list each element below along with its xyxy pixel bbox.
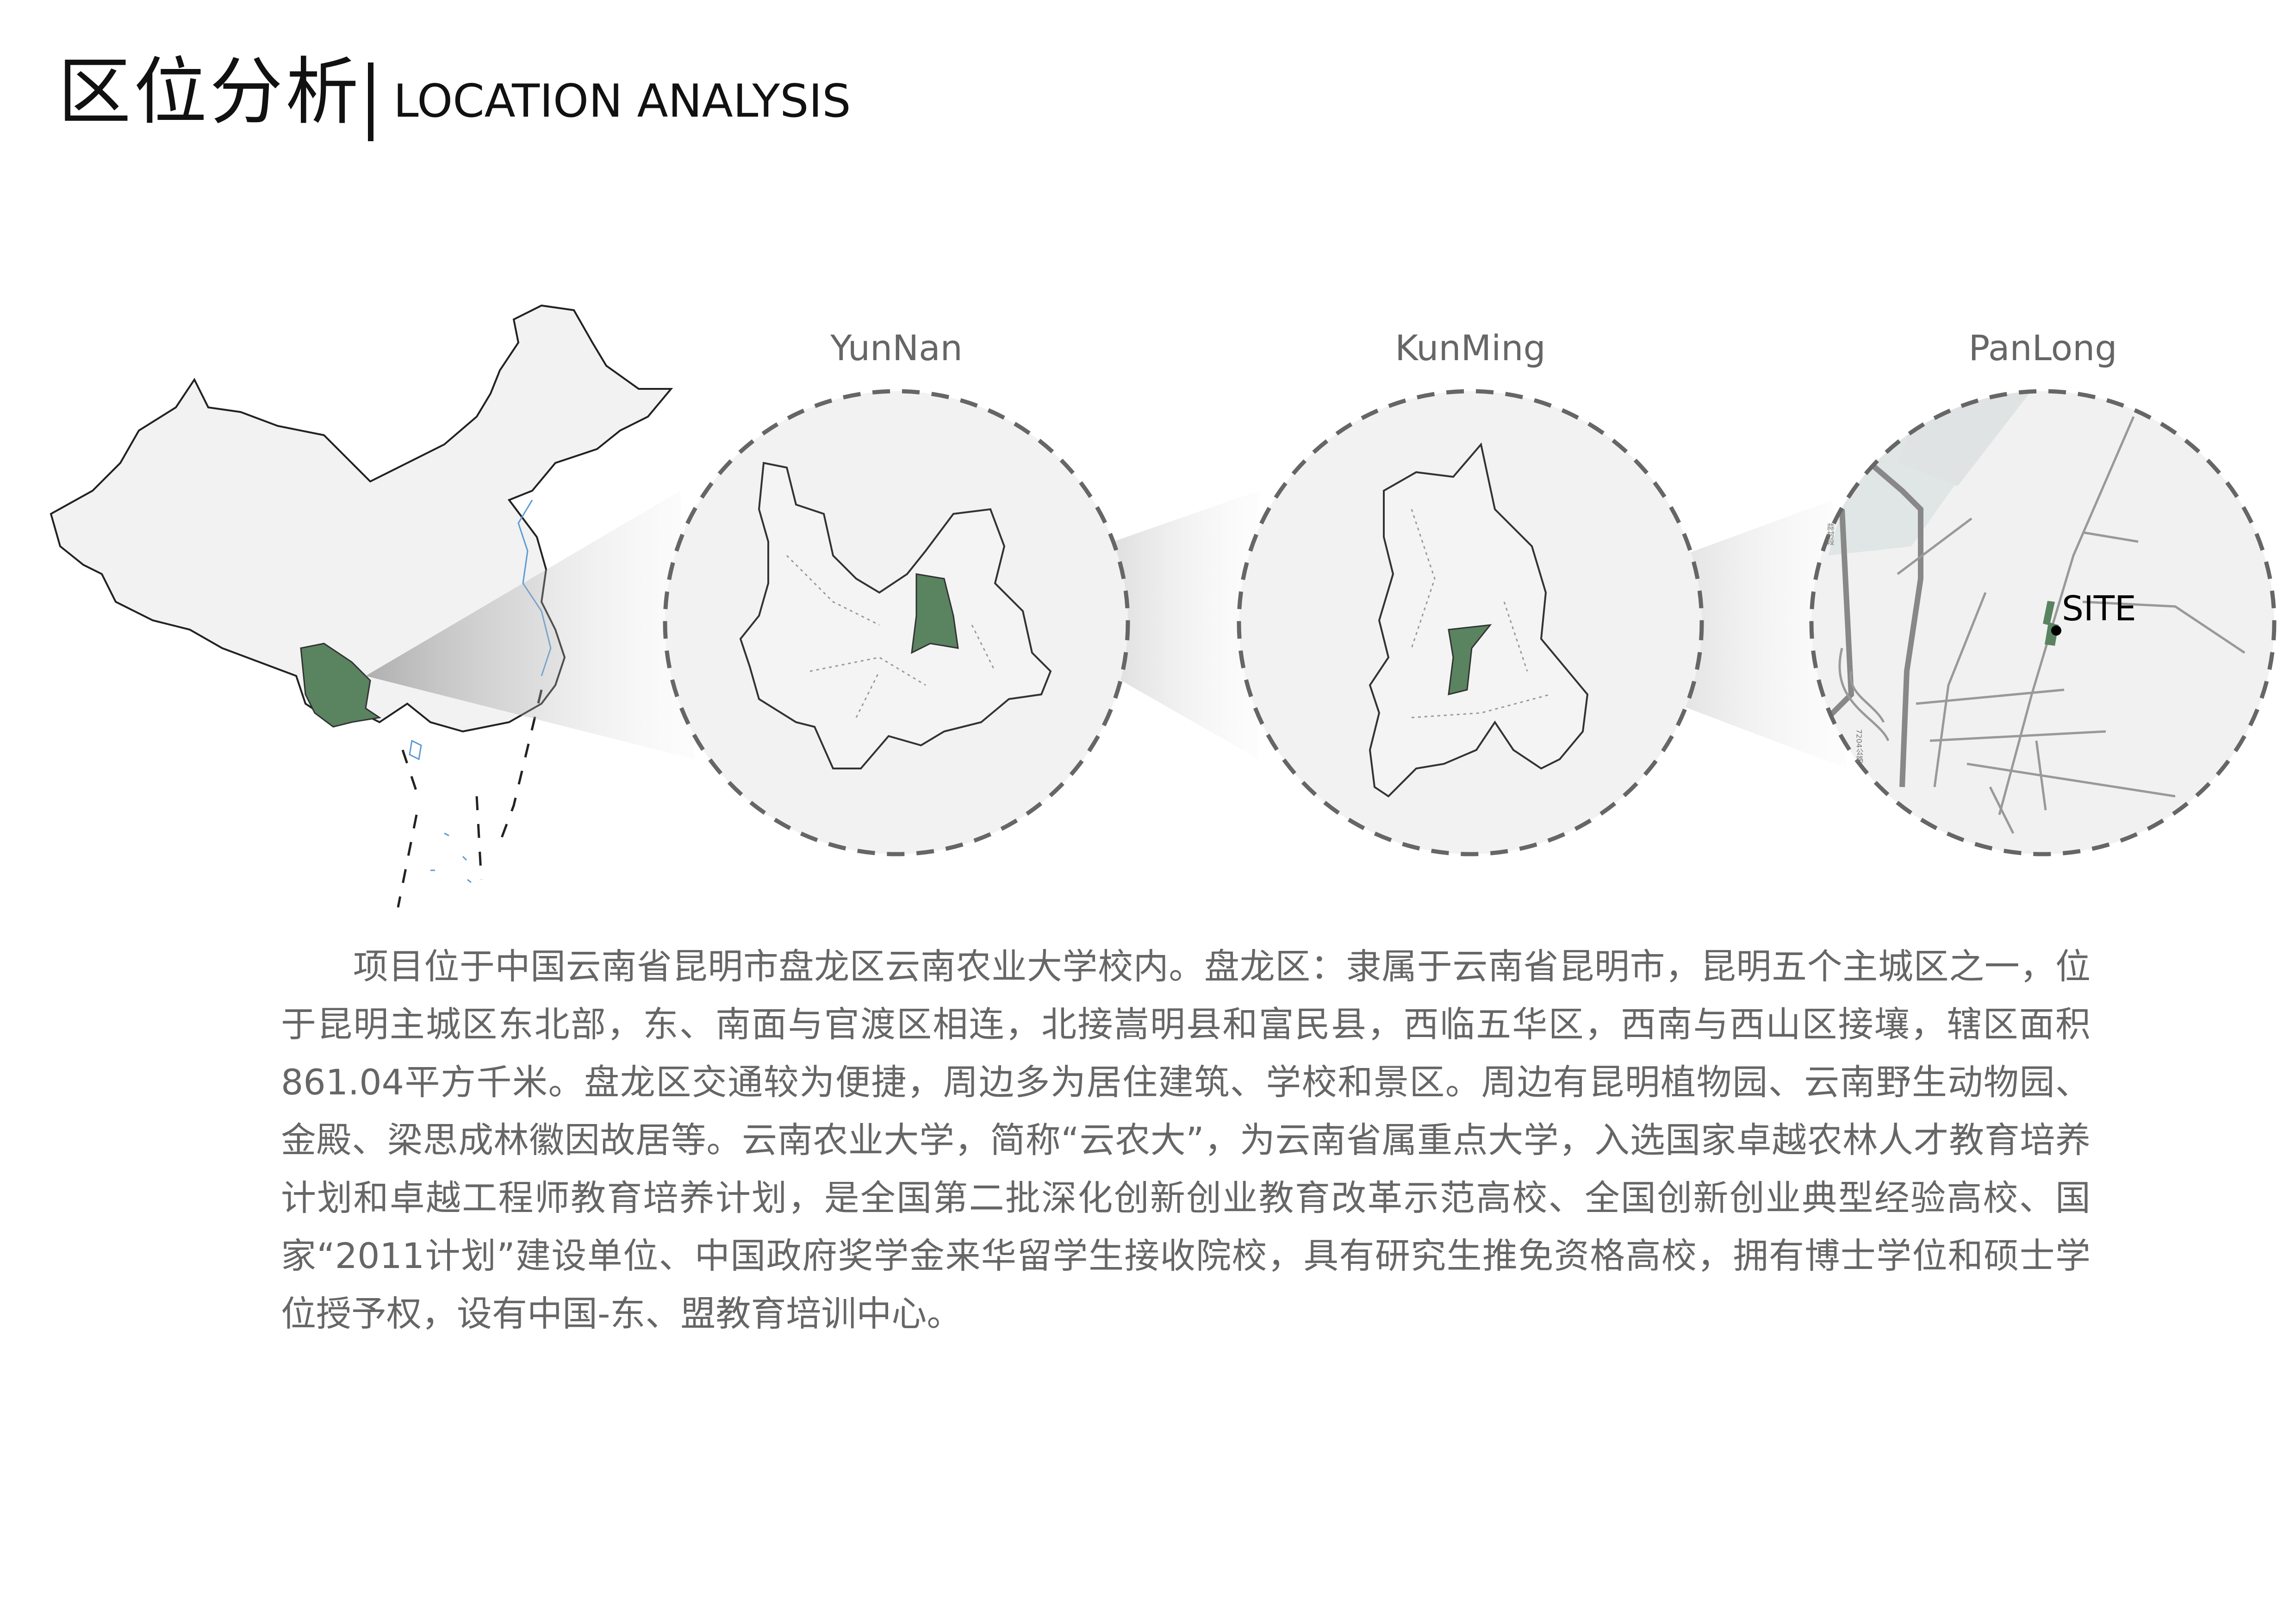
- map-label-kunming: KunMing: [1395, 327, 1546, 369]
- kunming-map-circle: KunMing: [1237, 327, 1704, 856]
- map-label-panlong: PanLong: [1968, 327, 2117, 369]
- title-divider: [368, 62, 373, 141]
- location-description: 项目位于中国云南省昆明市盘龙区云南农业大学校内。盘龙区：隶属于云南省昆明市，昆明…: [281, 946, 2091, 1334]
- panlong-highlight: [1448, 624, 1492, 695]
- panlong-map-circle: 蒜村段 7204公路 SITE PanLong: [1809, 327, 2277, 856]
- site-label: SITE: [2062, 589, 2136, 629]
- site-marker-dot: [2051, 625, 2061, 636]
- road-label: 7204公路: [1855, 729, 1864, 763]
- yunnan-map-circle: YunNan: [663, 327, 1130, 856]
- road-label: 蒜村段: [1826, 523, 1835, 545]
- projection-cone: [366, 491, 694, 759]
- page-title: 区位分析: [58, 50, 361, 135]
- map-label-yunnan: YunNan: [830, 327, 963, 369]
- yunnan-highlight: [300, 643, 381, 728]
- page-subtitle: LOCATION ANALYSIS: [393, 75, 851, 128]
- kunming-highlight: [911, 573, 959, 654]
